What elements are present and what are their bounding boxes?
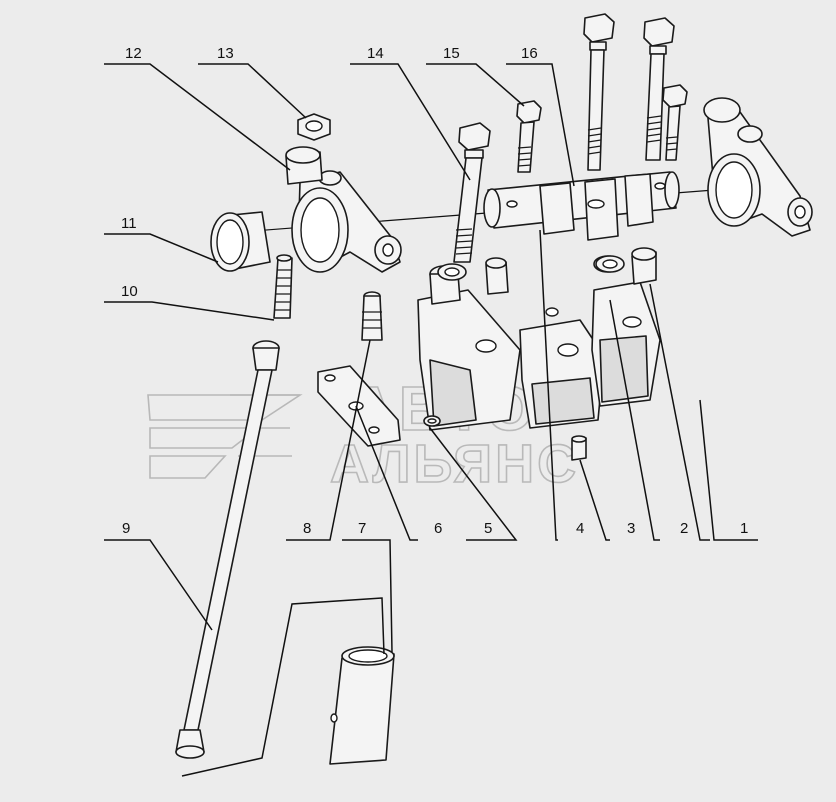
callout-9: 9 (122, 520, 130, 537)
rocker-support-right (591, 255, 661, 407)
rocker-arm-right (703, 97, 813, 237)
small-washer-5 (423, 415, 441, 427)
shaft-bolt-left (583, 13, 615, 171)
callout-16: 16 (521, 45, 538, 62)
shaft-bolt-right (643, 17, 675, 161)
valve-adjuster (361, 291, 383, 341)
bolt-14 (453, 122, 491, 263)
tappet (329, 646, 395, 765)
callout-10: 10 (121, 283, 138, 300)
dowel-pin (631, 247, 657, 285)
watermark-logo (147, 394, 303, 479)
locating-sleeve (485, 257, 509, 295)
callout-8: 8 (303, 520, 311, 537)
washer-stack-right (595, 255, 625, 273)
rocker-support-center (519, 307, 605, 429)
callout-12: 12 (125, 45, 142, 62)
rocker-washer (285, 146, 323, 185)
callout-14: 14 (367, 45, 384, 62)
callout-3: 3 (627, 520, 635, 537)
washer-stack-left (437, 263, 467, 281)
small-bolt-right (662, 84, 688, 161)
rocker-support-left (417, 265, 521, 431)
rocker-shaft (483, 171, 680, 241)
push-rod (175, 340, 280, 759)
bolt-15 (516, 100, 542, 173)
callout-6: 6 (434, 520, 442, 537)
rocker-bushing (210, 211, 271, 272)
small-pin-3 (571, 435, 587, 461)
callout-2: 2 (680, 520, 688, 537)
leader-lines (104, 63, 758, 777)
callout-13: 13 (217, 45, 234, 62)
callout-7: 7 (358, 520, 366, 537)
callout-4: 4 (576, 520, 584, 537)
callout-5: 5 (484, 520, 492, 537)
rocker-arm-left (291, 170, 402, 273)
callout-11: 11 (121, 215, 137, 232)
callout-1: 1 (740, 520, 748, 537)
adjusting-nut (297, 113, 331, 141)
adjusting-screw (273, 254, 293, 319)
callout-15: 15 (443, 45, 460, 62)
